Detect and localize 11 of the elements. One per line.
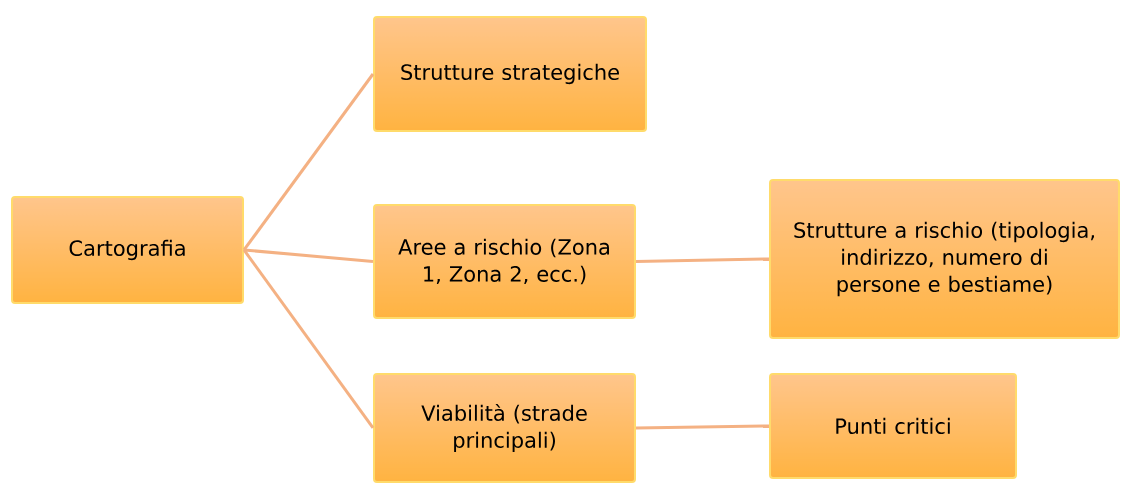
process-box: Viabilità (strade principali) <box>373 373 636 483</box>
process-box: Punti critici <box>769 373 1017 479</box>
connector-line <box>242 73 375 251</box>
connector-line <box>636 424 770 430</box>
process-box: Strutture a rischio (tipologia, indirizzo, numero di persone e bestiame) <box>769 179 1120 339</box>
connector-line <box>243 248 374 263</box>
connector-line <box>635 257 770 263</box>
process-box: Strutture strategiche <box>373 16 647 132</box>
process-box: Cartografia <box>11 196 244 304</box>
process-box: Aree a rischio (Zona 1, Zona 2, ecc.) <box>373 204 636 319</box>
connector-line <box>242 249 375 429</box>
